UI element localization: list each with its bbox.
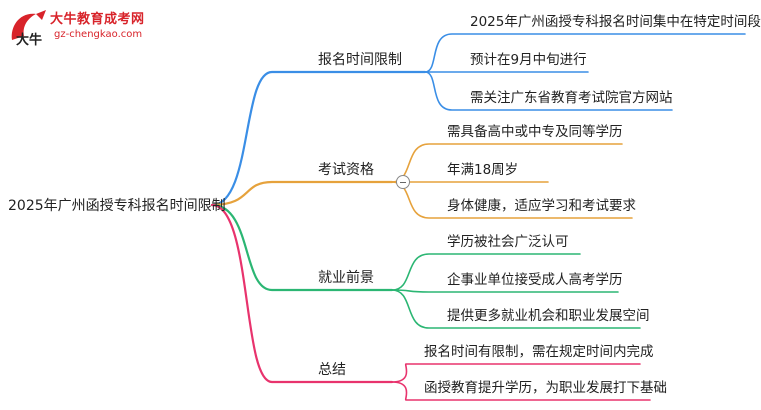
leaf-connector bbox=[391, 381, 651, 401]
branch-node[interactable]: 报名时间限制 bbox=[318, 52, 402, 68]
leaf-connector bbox=[391, 289, 641, 329]
leaf-node[interactable]: 2025年广州函授专科报名时间集中在特定时间段 bbox=[470, 14, 761, 30]
logo-mark-text: 大牛 bbox=[16, 32, 42, 47]
leaf-connector bbox=[391, 253, 581, 291]
logo-mark-icon: 大牛 bbox=[11, 10, 46, 47]
leaf-node[interactable]: 企事业单位接受成人高考学历 bbox=[447, 272, 623, 288]
leaf-connector bbox=[424, 33, 746, 73]
leaf-connector bbox=[391, 289, 619, 293]
branch-node[interactable]: 考试资格 bbox=[318, 162, 374, 178]
branch-connector bbox=[210, 180, 394, 207]
branch-connector bbox=[210, 203, 394, 384]
collapse-toggle-icon[interactable] bbox=[396, 175, 410, 189]
root-node[interactable]: 2025年广州函授专科报名时间限制 bbox=[8, 198, 226, 214]
logo-url: gz-chengkao.com bbox=[54, 29, 143, 40]
leaf-node[interactable]: 需关注广东省教育考试院官方网站 bbox=[470, 90, 673, 106]
branch-connector bbox=[210, 70, 427, 207]
leaf-node[interactable]: 年满18周岁 bbox=[447, 162, 519, 178]
leaf-node[interactable]: 需具备高中或中专及同等学历 bbox=[447, 124, 623, 140]
branch-connector bbox=[210, 203, 394, 292]
leaf-connector bbox=[391, 363, 641, 383]
branch-node[interactable]: 就业前景 bbox=[318, 270, 374, 286]
branch-node[interactable]: 总结 bbox=[318, 362, 346, 378]
leaf-node[interactable]: 报名时间有限制，需在规定时间内完成 bbox=[424, 344, 654, 360]
leaf-connector bbox=[424, 71, 673, 111]
site-logo: 大牛 大牛教育成考网 gz-chengkao.com bbox=[6, 4, 176, 52]
leaf-node[interactable]: 学历被社会广泛认可 bbox=[447, 234, 569, 250]
logo-title: 大牛教育成考网 bbox=[50, 12, 145, 27]
leaf-node[interactable]: 身体健康，适应学习和考试要求 bbox=[447, 198, 636, 214]
leaf-node[interactable]: 预计在9月中旬进行 bbox=[470, 52, 587, 68]
leaf-node[interactable]: 函授教育提升学历，为职业发展打下基础 bbox=[424, 380, 667, 396]
leaf-node[interactable]: 提供更多就业机会和职业发展空间 bbox=[447, 308, 650, 324]
